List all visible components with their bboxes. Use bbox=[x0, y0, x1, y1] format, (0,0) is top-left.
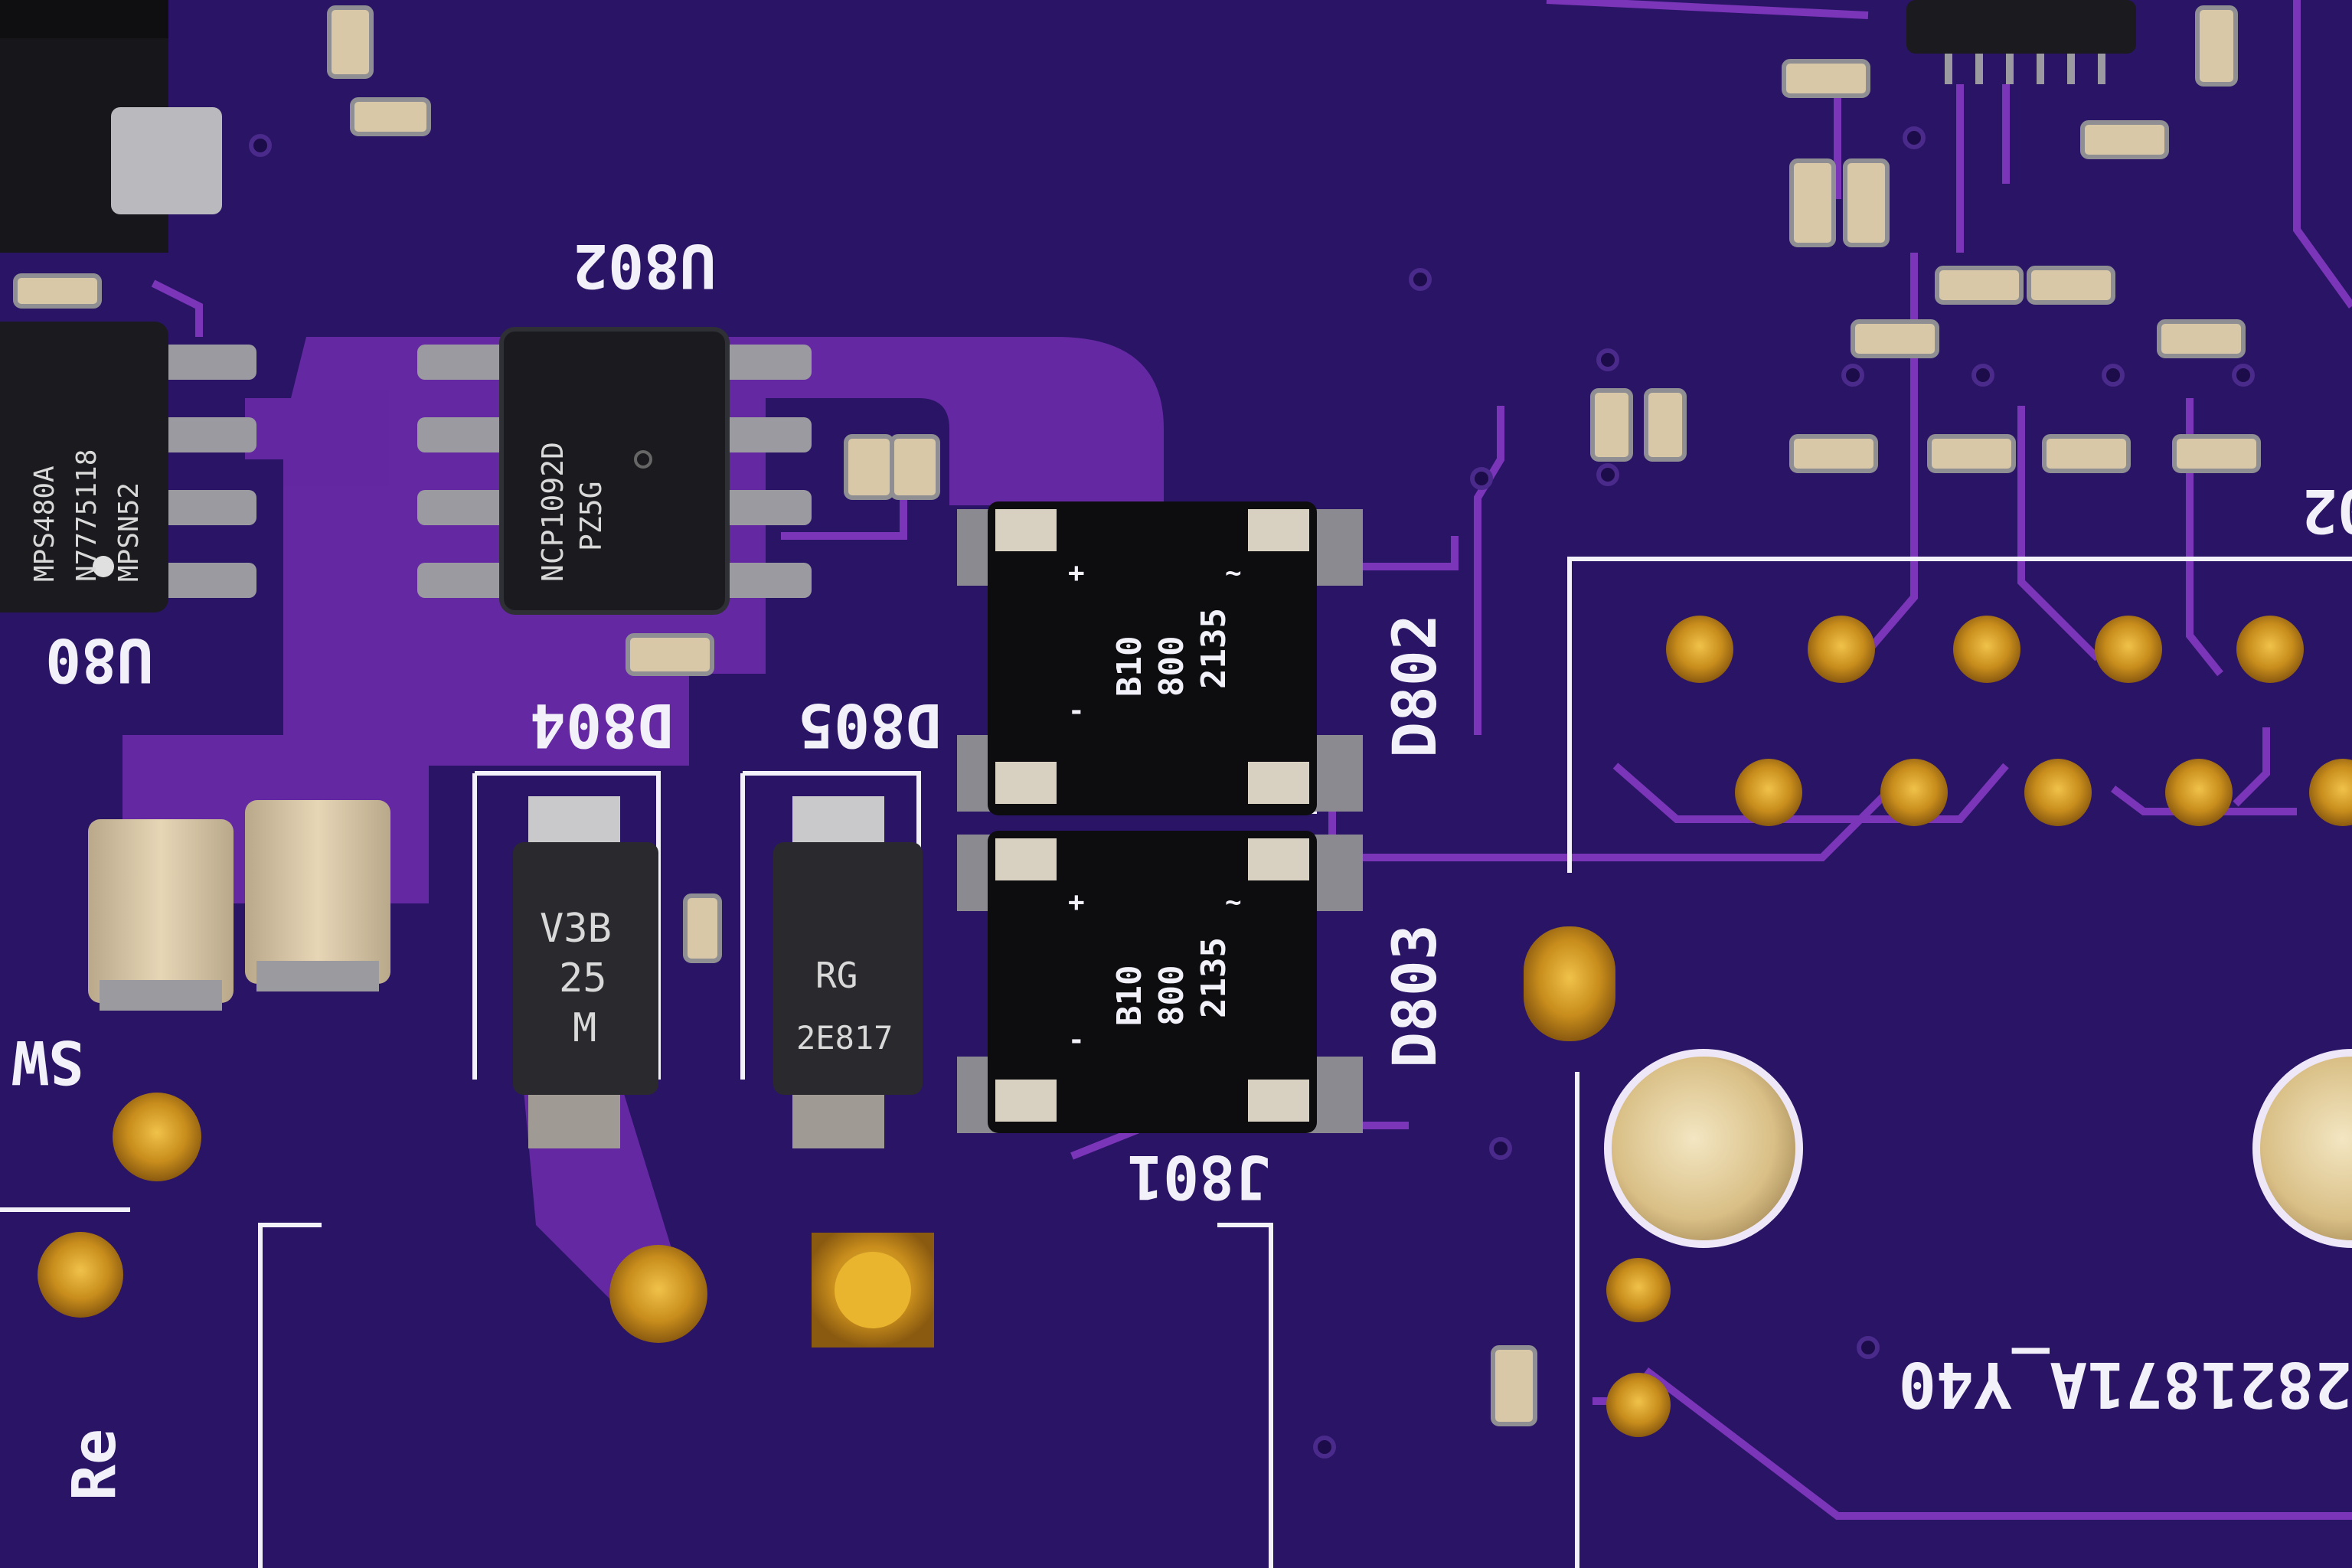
d803-minus: - bbox=[1068, 1024, 1085, 1056]
d802-mark-2: 800 bbox=[1152, 636, 1191, 697]
u802-chip bbox=[417, 327, 812, 615]
d804-diode bbox=[513, 796, 658, 1148]
chip-markings: NCP1092D PZ5G MPSN52 N7775118 MPS480A B1… bbox=[29, 442, 1242, 1057]
top-left-component bbox=[0, 0, 222, 253]
label-02: 02 bbox=[2301, 475, 2352, 544]
d802-mark-1: B10 bbox=[1110, 636, 1149, 697]
d803-mark-1: B10 bbox=[1110, 965, 1149, 1026]
d805-diode bbox=[773, 796, 923, 1148]
d804-mark-2: 25 bbox=[559, 956, 607, 1001]
label-re: Re bbox=[60, 1429, 129, 1501]
d802-mark-3: 2135 bbox=[1194, 608, 1233, 689]
u802-mark-1: NCP1092D bbox=[536, 442, 570, 582]
d803-mark-3: 2135 bbox=[1194, 937, 1233, 1018]
small-passives bbox=[13, 5, 2261, 1426]
d802-rectifier bbox=[957, 501, 1363, 815]
d803-mark-2: 800 bbox=[1152, 965, 1191, 1026]
label-part-number: 2821871A_Y40 bbox=[1899, 1348, 2352, 1420]
label-j801: J801 bbox=[1127, 1142, 1271, 1210]
d805-mark-1: RG bbox=[815, 955, 858, 996]
d802-tilde: ~ bbox=[1225, 557, 1242, 589]
d803-plus: + bbox=[1068, 887, 1085, 918]
top-right-chip bbox=[1906, 0, 2136, 84]
vias bbox=[249, 126, 2255, 1459]
label-d802: D802 bbox=[1381, 614, 1450, 758]
d804-mark-3: M bbox=[573, 1005, 596, 1051]
large-capacitors bbox=[88, 800, 390, 1011]
label-u802: U802 bbox=[572, 230, 716, 299]
traces bbox=[151, 0, 2352, 1520]
connector-pads bbox=[38, 616, 2352, 1437]
label-u80: U80 bbox=[45, 625, 153, 694]
d803-tilde: ~ bbox=[1225, 887, 1242, 918]
d803-rectifier bbox=[957, 831, 1363, 1133]
u801-mark-2: N7775118 bbox=[71, 449, 103, 582]
u801-mark-1: MPSN52 bbox=[113, 482, 145, 582]
label-d804: D804 bbox=[530, 690, 674, 759]
d802-minus: - bbox=[1068, 695, 1085, 727]
d804-mark-1: V3B bbox=[540, 906, 612, 952]
label-d805: D805 bbox=[798, 690, 942, 759]
label-d803: D803 bbox=[1381, 924, 1450, 1068]
d802-plus: + bbox=[1068, 557, 1085, 589]
label-sw: SW bbox=[12, 1027, 84, 1096]
u802-mark-2: PZ5G bbox=[574, 481, 608, 551]
silkscreen-labels: U802 U80 D804 D805 D802 D803 J801 02 282… bbox=[12, 230, 2352, 1501]
u801-mark-3: MPS480A bbox=[29, 466, 60, 582]
u801-chip bbox=[0, 322, 256, 612]
d805-mark-2: 2E817 bbox=[796, 1019, 893, 1057]
